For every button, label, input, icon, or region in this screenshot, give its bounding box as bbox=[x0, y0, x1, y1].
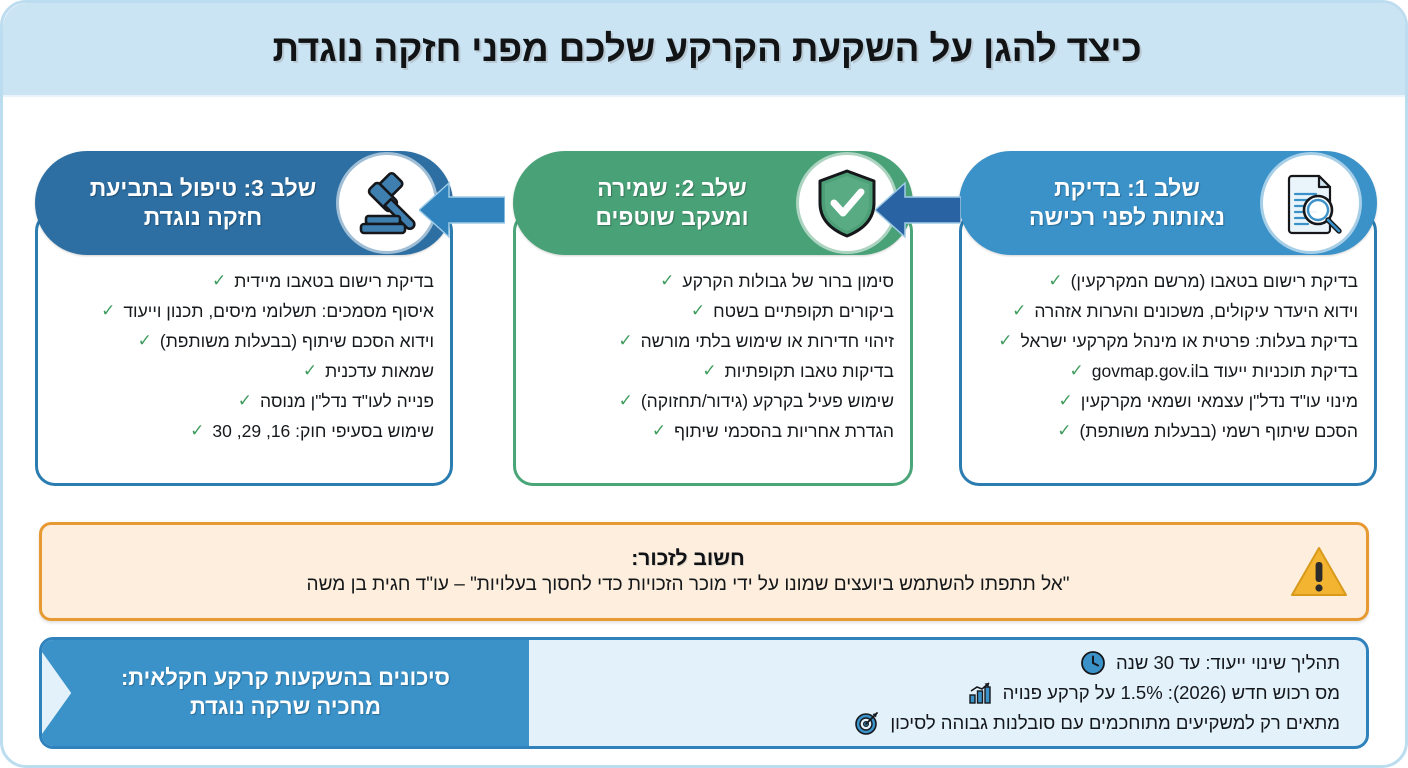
stage-3-column: בדיקת רישום בטאבו מיידית✓ איסוף מסמכים: … bbox=[35, 151, 453, 486]
risk-text: תהליך שינוי ייעוד: עד 30 שנה bbox=[1115, 652, 1340, 673]
check-icon: ✓ bbox=[302, 361, 318, 381]
risks-items-list: תהליך שינוי ייעוד: עד 30 שנה מס רכוש חדש… bbox=[528, 640, 1366, 746]
shield-check-icon bbox=[799, 155, 895, 251]
stage-1-body: בדיקת רישום בטאבו (מרשם המקרקעין)✓ וידוא… bbox=[959, 211, 1377, 486]
list-item: סימון ברור של גבולות הקרקע✓ bbox=[660, 271, 894, 291]
stage-2-column: סימון ברור של גבולות הקרקע✓ ביקורים תקופ… bbox=[513, 151, 913, 486]
important-note-box: חשוב לזכור: "אל תתפתו להשתמש ביועצים שמו… bbox=[39, 522, 1369, 621]
check-icon: ✓ bbox=[660, 271, 675, 290]
target-icon bbox=[854, 710, 880, 736]
risk-row: תהליך שינוי ייעוד: עד 30 שנה bbox=[546, 650, 1340, 676]
arrow-stage1-to-stage2 bbox=[419, 179, 505, 241]
check-icon: ✓ bbox=[211, 271, 227, 290]
check-icon: ✓ bbox=[137, 331, 152, 351]
check-icon: ✓ bbox=[1012, 301, 1027, 321]
risk-row: מתאים רק למשקיעים מתוחכמים עם סובלנות גב… bbox=[546, 710, 1340, 736]
check-icon: ✓ bbox=[1057, 421, 1072, 441]
warning-triangle-icon bbox=[1290, 545, 1348, 599]
stage-3-header: שלב 3: טיפול בתביעת חזקה נוגדת bbox=[35, 151, 453, 255]
page-title: כיצד להגן על השקעת הקרקע שלכם מפני חזקה … bbox=[272, 28, 1142, 69]
list-item: בדיקת רישום בטאבו (מרשם המקרקעין)✓ bbox=[1048, 271, 1358, 291]
important-note-title: חשוב לזכור: bbox=[631, 547, 745, 570]
list-item: ביקורים תקופתיים בשטח✓ bbox=[690, 301, 894, 322]
stage-1-header: שלב 1: בדיקת נאותות לפני רכישה bbox=[959, 151, 1377, 255]
stage-2-title-line1: שלב 2: שמירה bbox=[597, 174, 747, 201]
check-icon: ✓ bbox=[651, 421, 667, 441]
risk-text: מס רכוש חדש (2026): 1.5% על קרקע פנויה bbox=[1002, 682, 1340, 703]
clock-icon bbox=[1080, 650, 1106, 676]
list-item: פנייה לעו"ד נדל"ן מנוסה✓ bbox=[237, 391, 434, 412]
gavel-icon bbox=[339, 155, 435, 251]
document-magnifier-icon bbox=[1263, 155, 1359, 251]
list-item: וידוא היעדר עיקולים, משכונים והערות אזהר… bbox=[1012, 301, 1358, 322]
list-item: איסוף מסמכים: תשלומי מיסים, תכנון וייעוד… bbox=[101, 301, 434, 322]
important-note-texts: חשוב לזכור: "אל תתפתו להשתמש ביועצים שמו… bbox=[60, 547, 1286, 596]
arrow-stage2-to-stage3 bbox=[875, 179, 961, 241]
stage-3-checklist: בדיקת רישום בטאבו מיידית✓ איסוף מסמכים: … bbox=[54, 270, 434, 444]
list-item: שימוש פעיל בקרקע (גידור/תחזוקה)✓ bbox=[618, 391, 894, 412]
stage-1-title-line1: שלב 1: בדיקת bbox=[1054, 174, 1200, 201]
check-icon: ✓ bbox=[190, 421, 205, 441]
list-item: שימוש בסעיפי חוק: 16, 29, 30✓ bbox=[190, 421, 434, 442]
check-icon: ✓ bbox=[702, 361, 717, 381]
check-icon: ✓ bbox=[998, 331, 1013, 351]
risks-box: תהליך שינוי ייעוד: עד 30 שנה מס רכוש חדש… bbox=[39, 637, 1369, 749]
risk-row: מס רכוש חדש (2026): 1.5% על קרקע פנויה bbox=[546, 680, 1340, 706]
list-item: בדיקת תוכניות ייעוד בgovmap.gov.il✓ bbox=[1069, 361, 1358, 382]
bar-chart-icon bbox=[967, 680, 993, 706]
risks-label-line2: מחכיה שרקה נוגדת bbox=[189, 694, 382, 719]
check-icon: ✓ bbox=[1058, 391, 1073, 411]
stage-3-title: שלב 3: טיפול בתביעת חזקה נוגדת bbox=[61, 174, 339, 233]
stage-1-title: שלב 1: בדיקת נאותות לפני רכישה bbox=[985, 174, 1263, 233]
check-icon: ✓ bbox=[1048, 271, 1063, 290]
important-note-body: "אל תתפתו להשתמש ביועצים שמונו על ידי מו… bbox=[306, 574, 1070, 595]
list-item: הסכם שיתוף רשמי (בבעלות משותפת)✓ bbox=[1057, 421, 1358, 442]
list-item: בדיקת רישום בטאבו מיידית✓ bbox=[211, 271, 434, 291]
stage-3-title-line1: שלב 3: טיפול בתביעת bbox=[89, 174, 317, 201]
risks-label-line1: סיכונים בהשקעות קרקע חקלאית: bbox=[120, 665, 451, 691]
risks-label: סיכונים בהשקעות קרקע חקלאית: מחכיה שרקה … bbox=[42, 640, 529, 746]
list-item: זיהוי חדירות או שימוש בלתי מורשה✓ bbox=[618, 331, 894, 352]
stage-2-body: סימון ברור של גבולות הקרקע✓ ביקורים תקופ… bbox=[513, 211, 913, 486]
check-icon: ✓ bbox=[690, 301, 706, 321]
stage-3-body: בדיקת רישום בטאבו מיידית✓ איסוף מסמכים: … bbox=[35, 211, 453, 486]
check-icon: ✓ bbox=[237, 391, 253, 411]
list-item: בדיקת בעלות: פרטית או מינהל מקרקעי ישראל… bbox=[998, 331, 1358, 352]
stage-2-header: שלב 2: שמירה ומעקב שוטפים bbox=[513, 151, 913, 255]
stage-2-title-line2: ומעקב שוטפים bbox=[595, 204, 749, 230]
stage-1-checklist: בדיקת רישום בטאבו (מרשם המקרקעין)✓ וידוא… bbox=[978, 270, 1358, 444]
list-item: הגדרת אחריות בהסכמי שיתוף✓ bbox=[651, 421, 894, 442]
check-icon: ✓ bbox=[1069, 361, 1084, 381]
list-item: שמאות עדכנית✓ bbox=[302, 361, 434, 382]
stage-1-title-line2: נאותות לפני רכישה bbox=[1028, 204, 1226, 230]
header-banner: כיצד להגן על השקעת הקרקע שלכם מפני חזקה … bbox=[3, 3, 1405, 97]
check-icon: ✓ bbox=[618, 331, 633, 351]
stage-1-column: בדיקת רישום בטאבו (מרשם המקרקעין)✓ וידוא… bbox=[959, 151, 1377, 486]
list-item: מינוי עו"ד נדל"ן עצמאי ושמאי מקרקעין✓ bbox=[1058, 391, 1359, 412]
check-icon: ✓ bbox=[618, 391, 633, 411]
list-item: בדיקות טאבו תקופתיות✓ bbox=[702, 361, 894, 382]
stage-2-checklist: סימון ברור של גבולות הקרקע✓ ביקורים תקופ… bbox=[532, 270, 894, 444]
risk-text: מתאים רק למשקיעים מתוחכמים עם סובלנות גב… bbox=[890, 712, 1340, 733]
stage-3-title-line2: חזקה נוגדת bbox=[143, 204, 263, 230]
stage-2-title: שלב 2: שמירה ומעקב שוטפים bbox=[539, 174, 799, 233]
list-item: וידוא הסכם שיתוף (בבעלות משותפת)✓ bbox=[137, 331, 434, 352]
check-icon: ✓ bbox=[101, 301, 116, 321]
